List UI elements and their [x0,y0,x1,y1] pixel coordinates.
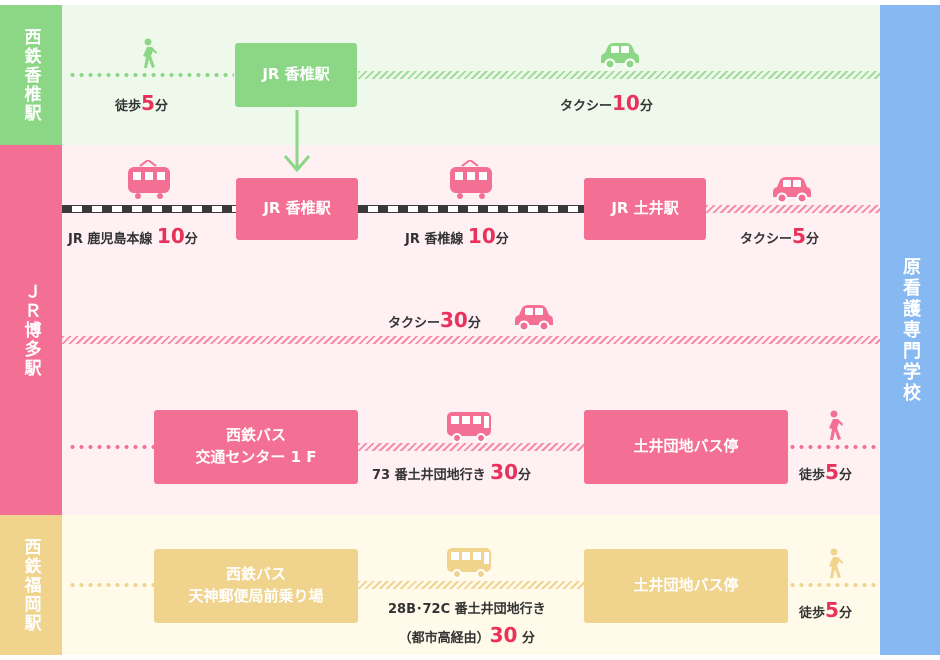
walk-label-2: 徒歩5分 [799,460,852,484]
car-icon [515,305,553,332]
train-icon [450,160,492,199]
bus-icon [447,548,491,579]
walk-path-fukuoka [68,583,154,587]
taxi-label-2: タクシー5分 [740,224,819,248]
station-label-nishitetsu-fukuoka: 西鉄福岡駅 [0,515,62,655]
bus-label-73: 73 番土井団地行き 30分 [372,460,532,484]
bus-icon [447,412,491,443]
bus-path-73 [358,443,584,451]
rail-label-kagoshima: JR 鹿児島本線 10分 [68,224,198,248]
rail-kashii-line [358,205,584,213]
walk-path-hakata [68,445,154,449]
station-label-nishitetsu-kashii: 西鉄香椎駅 [0,5,62,145]
train-icon [128,160,170,199]
walk-path-1 [68,73,234,77]
rail-label-kashii: JR 香椎線 10分 [405,224,509,248]
walk-path-2 [788,445,880,449]
car-icon [601,43,639,70]
taxi-path-3 [62,336,880,344]
box-jr-doi: JR 土井駅 [584,178,706,240]
taxi-path-2 [706,205,880,213]
bus-path-28 [358,581,584,589]
box-jr-kashii-2: JR 香椎駅 [236,178,358,240]
box-doi-danchi-1: 土井団地バス停 [584,410,788,484]
box-doi-danchi-2: 土井団地バス停 [584,549,788,623]
taxi-label-3: タクシー30分 [388,308,481,332]
bus-label-28: 28B･72C 番土井団地行き （都市高経由）30 分 [388,602,546,647]
box-bus-center: 西鉄バス 交通センター 1 F [154,410,358,484]
walk-label-1: 徒歩5分 [115,91,168,115]
walking-person-icon [143,38,157,68]
taxi-path-1 [358,71,880,79]
destination-label: 原看護専門学校 [880,5,940,655]
arrow-down-icon [283,110,311,173]
walk-label-3: 徒歩5分 [799,598,852,622]
rail-kagoshima-line [62,205,236,213]
walk-path-3 [788,583,880,587]
taxi-label-1: タクシー10分 [560,91,653,115]
box-tenjin: 西鉄バス 天神郵便局前乗り場 [154,549,358,623]
station-label-jr-hakata: ＪＲ博多駅 [0,145,62,515]
box-jr-kashii-1: JR 香椎駅 [235,43,357,107]
car-icon [773,177,811,204]
walking-person-icon [829,548,843,578]
walking-person-icon [829,410,843,440]
